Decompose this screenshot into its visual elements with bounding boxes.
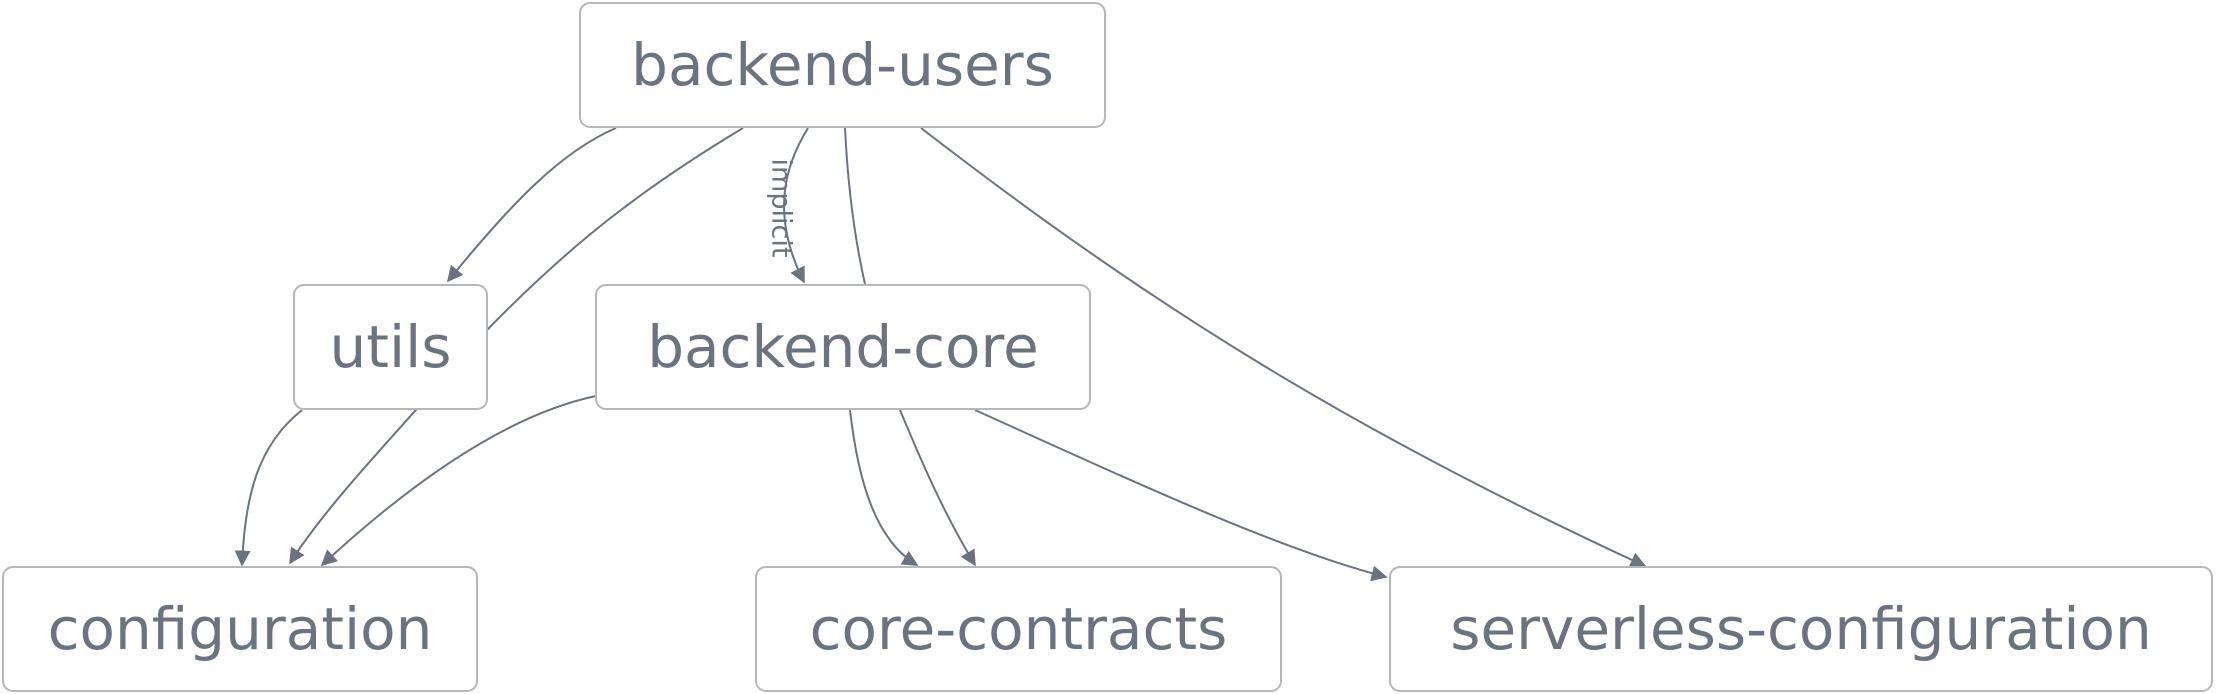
edge-backend-core-to-core-contracts	[899, 409, 976, 567]
node-box	[755, 566, 1282, 692]
node-core-contracts[interactable]: core-contracts	[755, 566, 1282, 692]
edge-backend-core-to-serverless-configuration	[974, 409, 1388, 582]
node-box	[1389, 566, 2213, 692]
edge-backend-users-to-utils	[446, 127, 617, 283]
node-label: backend-core	[647, 313, 1039, 381]
edges: implicit	[234, 127, 1647, 582]
node-box	[595, 284, 1091, 410]
node-serverless-configuration[interactable]: serverless-configuration	[1389, 566, 2213, 692]
node-utils[interactable]: utils	[293, 284, 488, 410]
node-label: backend-users	[631, 31, 1054, 99]
node-backend-core[interactable]: backend-core	[595, 284, 1091, 410]
node-label: serverless-configuration	[1450, 595, 2152, 663]
node-box	[2, 566, 478, 692]
node-configuration[interactable]: configuration	[2, 566, 478, 692]
node-label: core-contracts	[810, 595, 1228, 663]
edge-backend-users-to-serverless-configuration	[920, 127, 1647, 568]
node-label: configuration	[48, 595, 433, 663]
node-label: utils	[330, 313, 452, 381]
node-backend-users[interactable]: backend-users	[579, 2, 1106, 128]
edge-utils-to-configuration	[234, 409, 303, 567]
edge-backend-users-to-core-contracts	[844, 127, 917, 565]
edge-label-implicit: implicit	[766, 159, 797, 258]
edge-backend-users-to-backend-core	[783, 127, 809, 284]
edge-backend-core-to-configuration	[320, 395, 597, 567]
node-box	[293, 284, 488, 410]
node-box	[579, 2, 1106, 128]
